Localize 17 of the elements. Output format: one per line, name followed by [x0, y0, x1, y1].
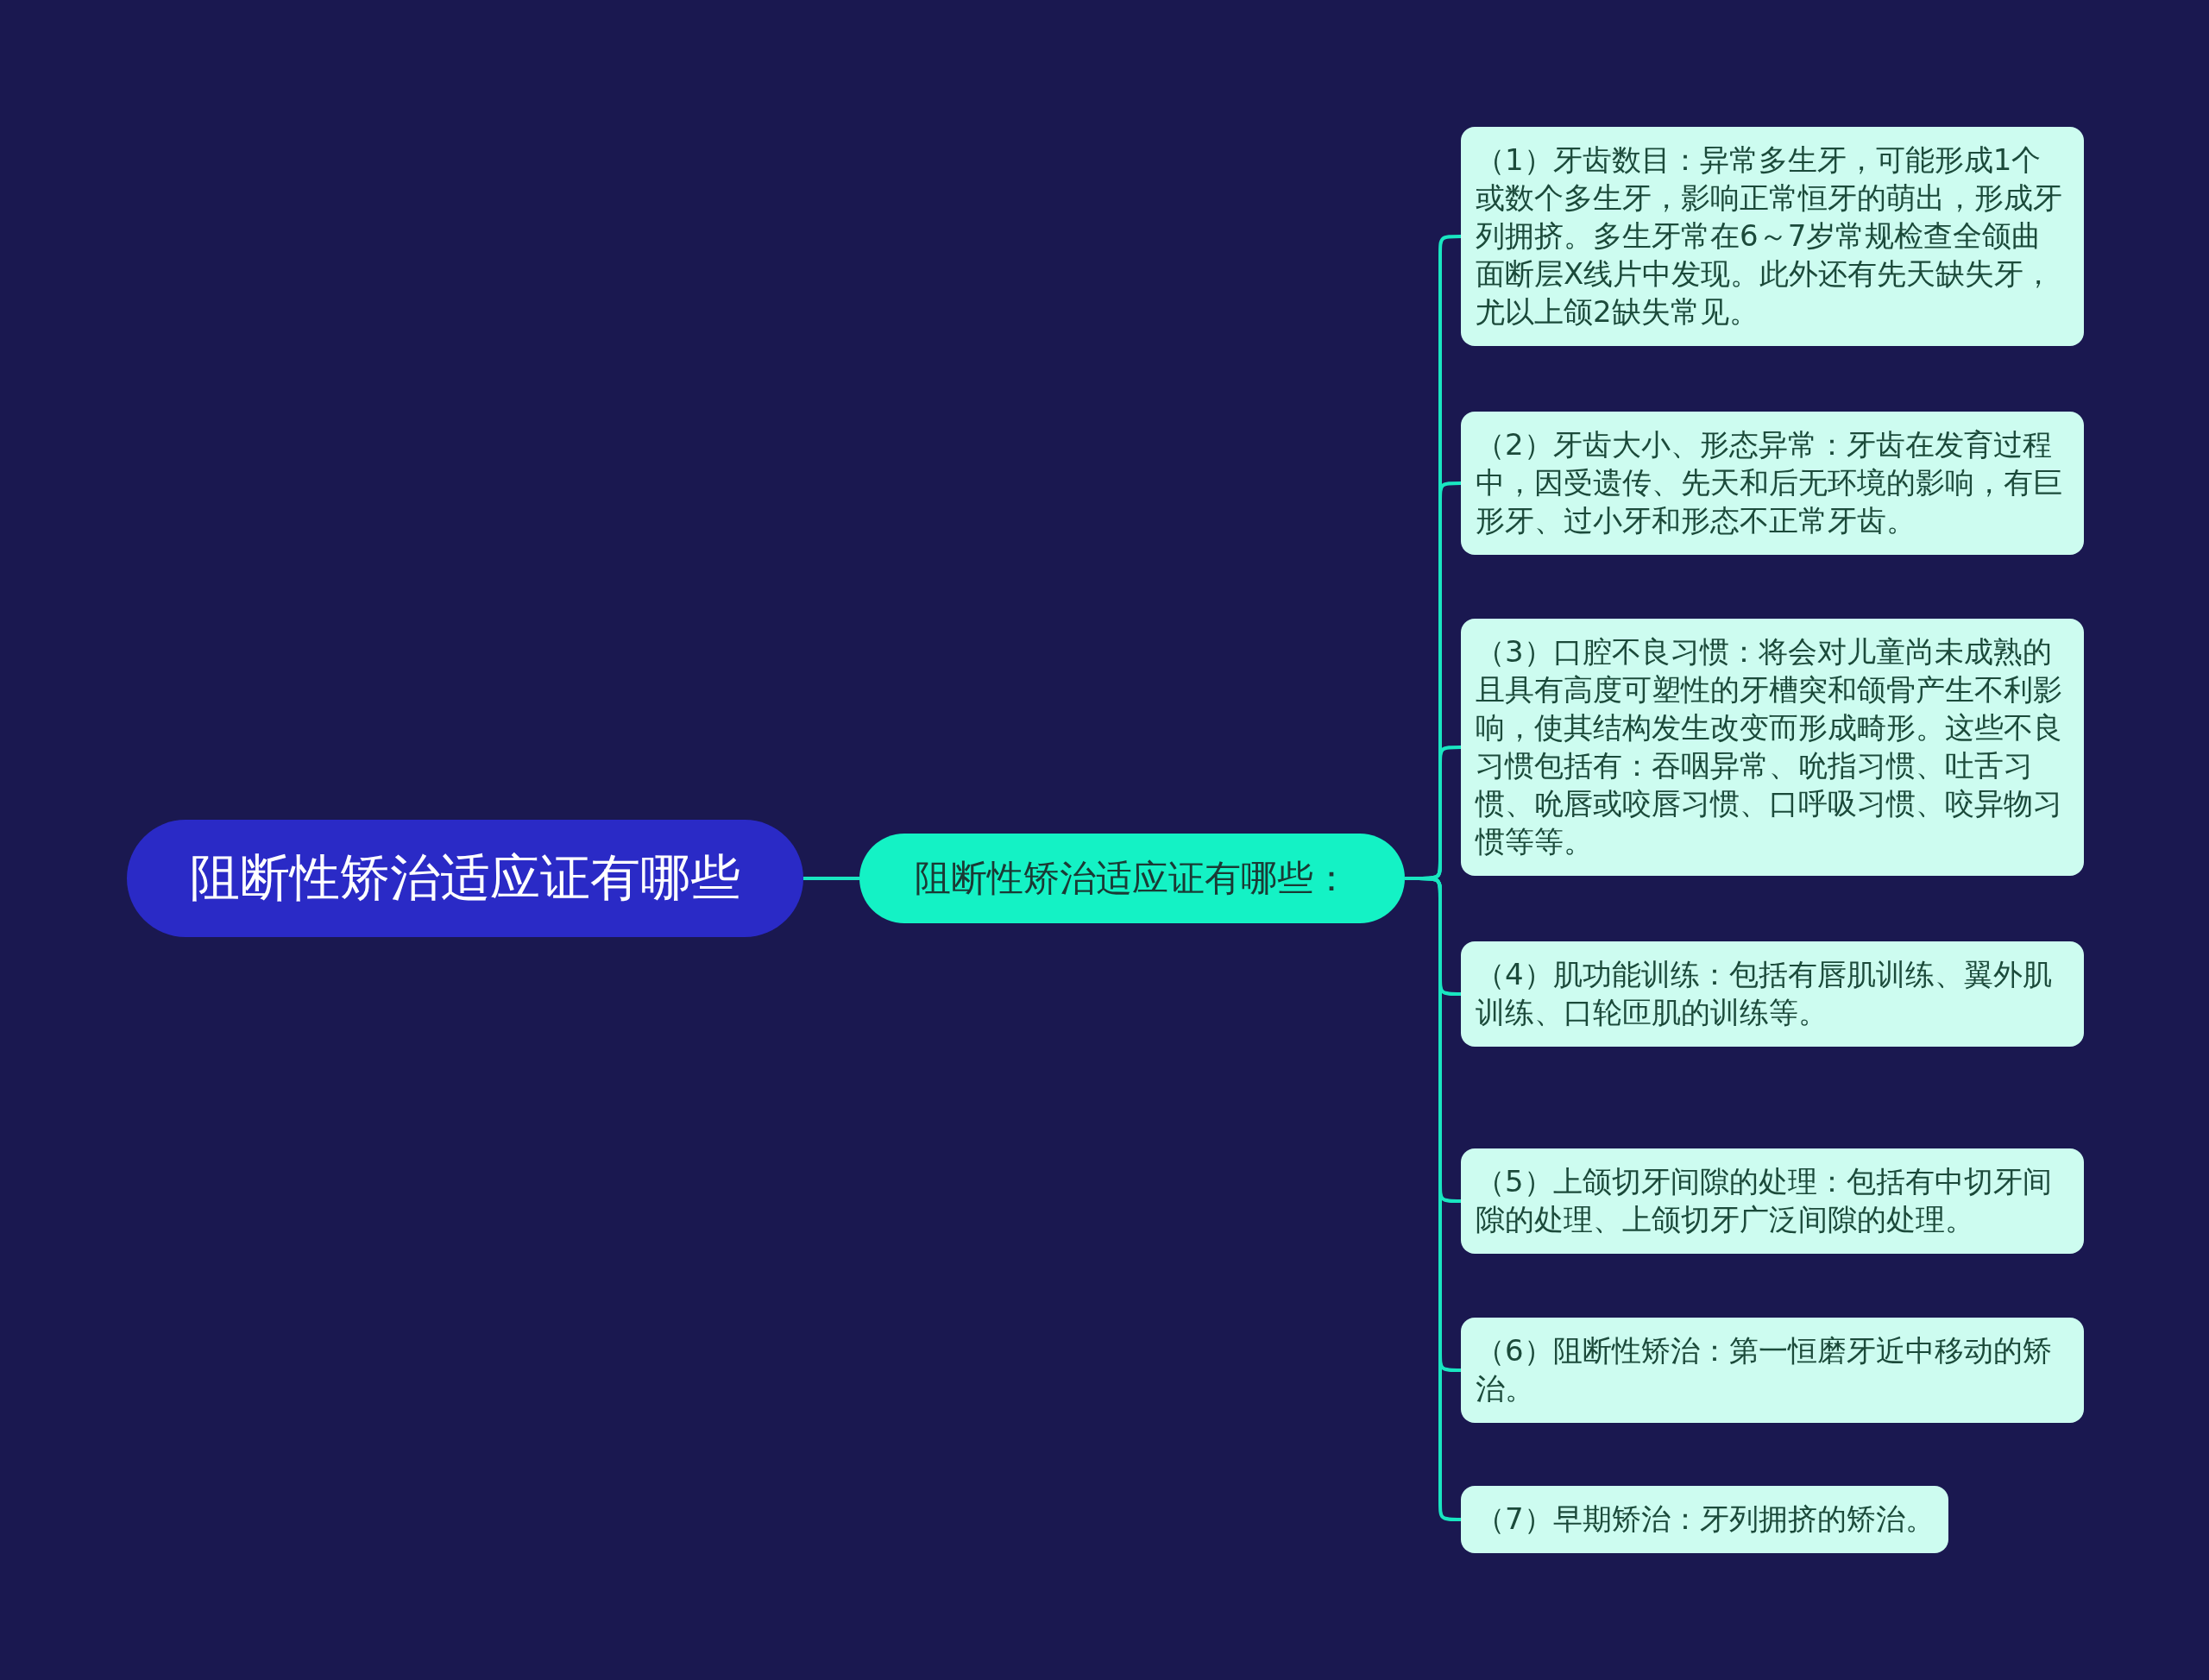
- note-card: [1461, 127, 2084, 346]
- node-text: （3）口腔不良习惯：将会对儿童尚未成熟的且具有高度可塑性的牙槽突和颌骨产生不利影响，使其结构发生改变而形成畸形。这些不良习惯包括有：吞咽异常、吮指习惯、吐舌习惯、吮唇或咬唇习惯、口呼吸习惯、咬异物习惯等等。: [1476, 633, 2063, 860]
- node-text: （7）早期矫治：牙列拥挤的矫治。: [1476, 1501, 1935, 1538]
- node-text: 阻断性矫治适应证有哪些：: [915, 856, 1350, 901]
- node-text: （2）牙齿大小、形态异常：牙齿在发育过程中，因受遗传、先天和后无环境的影响，有巨形牙、过小牙和形态不正常牙齿。: [1476, 426, 2063, 539]
- note-card: [1461, 619, 2084, 876]
- node-text: 阻断性矫治适应证有哪些: [190, 847, 740, 909]
- note-card: [1461, 1318, 2084, 1423]
- node-text: （1）牙齿数目：异常多生牙，可能形成1个或数个多生牙，影响正常恒牙的萌出，形成牙列拥挤。多生牙常在6～7岁常规检查全颌曲面断层X线片中发现。此外还有先天缺失牙，尤以上颌2缺失常见。: [1476, 142, 2063, 330]
- note-card: [1461, 1148, 2084, 1254]
- note-card: [1461, 941, 2084, 1047]
- note-card: [1461, 1486, 1948, 1553]
- note-card: [1461, 412, 2084, 555]
- node-text: （5）上颌切牙间隙的处理：包括有中切牙间隙的处理、上颌切牙广泛间隙的处理。: [1476, 1163, 2053, 1238]
- node-text: （4）肌功能训练：包括有唇肌训练、翼外肌训练、口轮匝肌的训练等。: [1476, 956, 2053, 1031]
- connector-line: [803, 877, 859, 880]
- node-text: （6）阻断性矫治：第一恒磨牙近中移动的矫治。: [1476, 1332, 2053, 1407]
